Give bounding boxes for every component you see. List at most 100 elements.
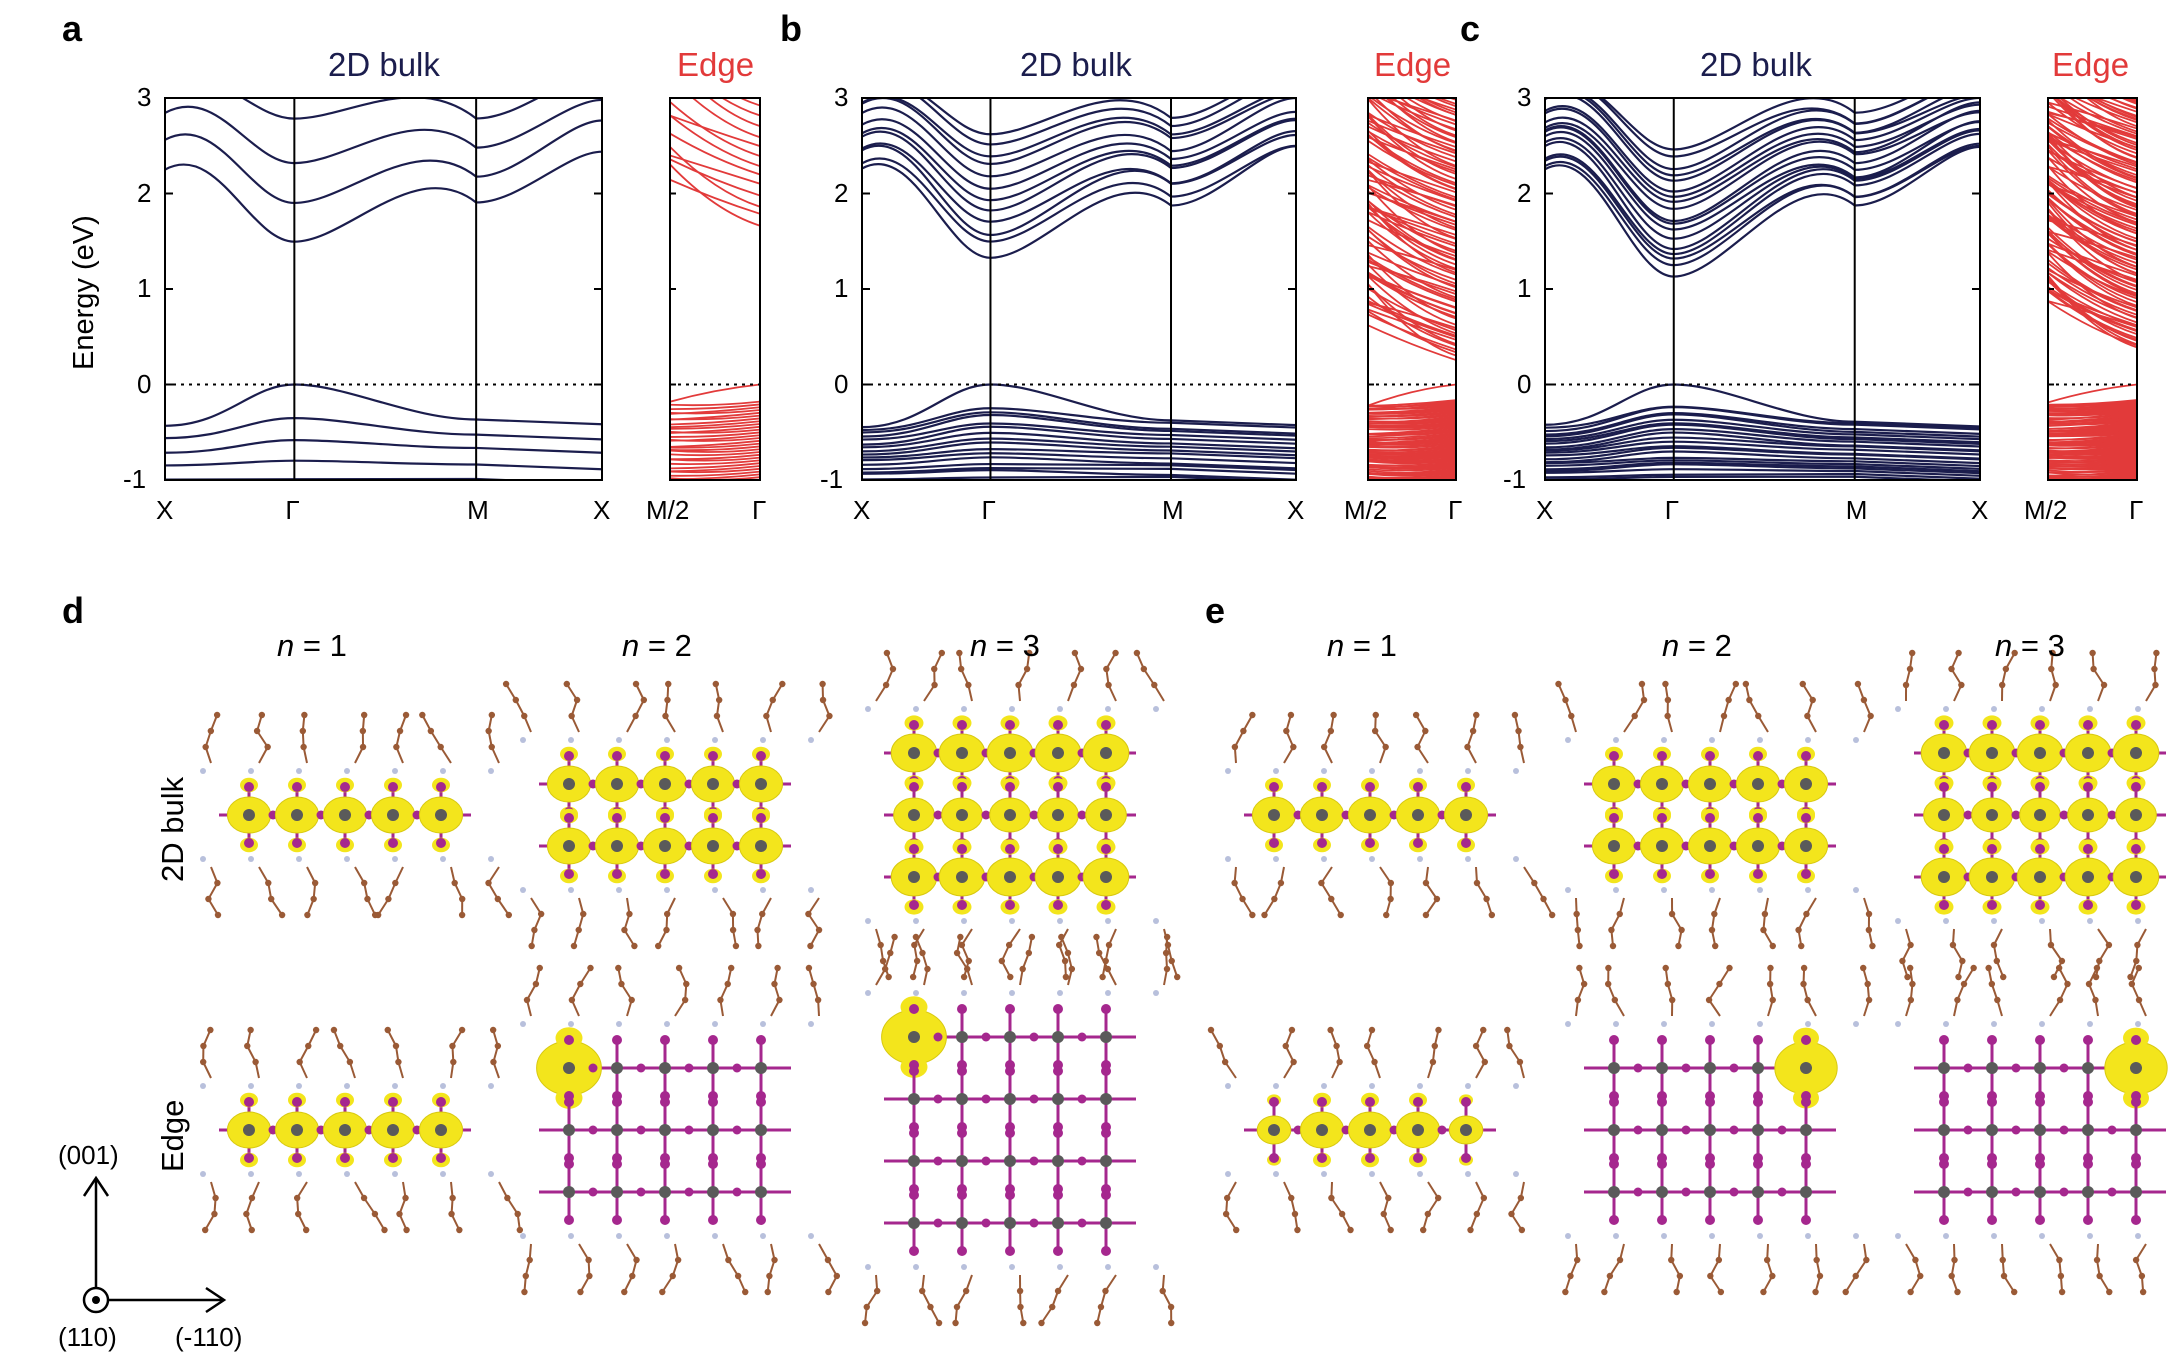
- nitrogen-atom: [440, 1171, 446, 1177]
- carbon-atom: [2000, 973, 2007, 981]
- edge-conduction-line: [1368, 192, 1456, 223]
- conduction-band-line: [862, 133, 1296, 237]
- lead-atom: [291, 809, 303, 821]
- iodide-atom: [1657, 869, 1667, 879]
- iodide-atom: [957, 844, 967, 854]
- nitrogen-atom: [913, 990, 919, 996]
- nitrogen-atom: [392, 1083, 398, 1089]
- iodide-atom: [909, 1066, 919, 1076]
- nitrogen-atom: [1805, 1021, 1811, 1027]
- lead-atom: [2034, 871, 2046, 883]
- edge-valence-line: [2048, 475, 2137, 480]
- iodide-atom: [1705, 1035, 1715, 1045]
- edge-conduction-line: [1368, 165, 1456, 202]
- iodide-atom: [1987, 1035, 1997, 1045]
- edge-conduction-line: [2048, 217, 2137, 271]
- edge-conduction-line: [1368, 186, 1456, 231]
- iodide-atom: [756, 751, 766, 761]
- nitrogen-atom: [296, 1171, 302, 1177]
- iodide-atom: [708, 1097, 718, 1107]
- iodide-atom: [1801, 751, 1811, 761]
- nitrogen-atom: [344, 1083, 350, 1089]
- valence-band-line: [862, 475, 1281, 480]
- carbon-atom: [1163, 933, 1171, 941]
- carbon-atom: [1970, 964, 1977, 972]
- nitrogen-atom: [2039, 918, 2045, 924]
- edge-valence-line: [2048, 416, 2137, 423]
- iodide-atom: [660, 1097, 670, 1107]
- iodide-atom: [1077, 1218, 1087, 1228]
- iodide-atom: [244, 838, 254, 848]
- edge-conduction-line: [2068, 98, 2137, 133]
- carbon-atom: [577, 1288, 584, 1296]
- conduction-band-line: [918, 98, 1245, 146]
- nitrogen-atom: [1613, 887, 1619, 893]
- carbon-atom: [755, 942, 762, 950]
- row-label-edge: Edge: [155, 1099, 190, 1172]
- nitrogen-atom: [1153, 990, 1159, 996]
- lead-atom: [435, 809, 447, 821]
- lead-atom: [1800, 778, 1812, 790]
- iodide-atom: [1101, 720, 1111, 730]
- nitrogen-atom: [1661, 737, 1667, 743]
- iodide-atom: [292, 1153, 302, 1163]
- edge-conduction-line: [2048, 269, 2137, 309]
- iodide-atom: [2131, 782, 2141, 792]
- nitrogen-atom: [1465, 768, 1471, 774]
- edge-conduction-line: [1368, 136, 1456, 171]
- lead-atom: [1608, 1186, 1620, 1198]
- nitrogen-atom: [392, 856, 398, 862]
- lead-atom: [956, 1217, 968, 1229]
- n-italic: n: [1662, 628, 1680, 663]
- iodide-atom: [909, 1004, 919, 1014]
- carbon-atom: [1678, 926, 1685, 934]
- valence-band-line: [1545, 456, 1980, 468]
- iodide-atom: [909, 720, 919, 730]
- iodide-atom: [1053, 1190, 1063, 1200]
- carbon-atom: [490, 1058, 497, 1066]
- nitrogen-atom: [712, 887, 718, 893]
- lead-atom: [2130, 1186, 2142, 1198]
- iodide-atom: [1053, 844, 1063, 854]
- iodide-atom: [732, 1187, 742, 1197]
- organic-bond: [1425, 882, 1438, 900]
- iodide-atom: [340, 782, 350, 792]
- iodide-atom: [1777, 1125, 1787, 1135]
- lead-atom: [908, 747, 920, 759]
- nitrogen-atom: [1225, 1171, 1231, 1177]
- valence-band-line: [862, 422, 1296, 441]
- lead-atom: [1986, 1062, 1998, 1074]
- carbon-atom: [1026, 649, 1033, 657]
- nitrogen-atom: [2087, 706, 2093, 712]
- conduction-band-line: [1597, 98, 1929, 158]
- edge-valence-line: [2048, 456, 2137, 462]
- iodide-atom: [1029, 1032, 1039, 1042]
- conduction-band-line: [862, 145, 1296, 259]
- iodide-atom: [1053, 720, 1063, 730]
- valence-band-line: [862, 469, 1296, 480]
- nitrogen-atom: [664, 737, 670, 743]
- carbon-atom: [1907, 1288, 1914, 1296]
- nitrogen-atom: [200, 1083, 206, 1089]
- valence-band-line: [1545, 413, 1980, 438]
- lead-atom: [2130, 747, 2142, 759]
- iodide-atom: [1657, 1035, 1667, 1045]
- nitrogen-atom: [392, 768, 398, 774]
- bulk-bands-a: [165, 98, 602, 480]
- lead-atom: [2130, 871, 2142, 883]
- iodide-atom: [660, 869, 670, 879]
- carbon-atom: [1287, 711, 1295, 719]
- iodide-atom: [436, 1153, 446, 1163]
- iodide-atom: [1801, 1215, 1811, 1225]
- carbon-atom: [1372, 711, 1379, 719]
- lead-atom: [707, 1124, 719, 1136]
- conduction-band-line: [1545, 145, 1980, 278]
- lead-atom: [1986, 871, 1998, 883]
- carbon-atom: [732, 942, 740, 950]
- iodide-atom: [1681, 1125, 1691, 1135]
- carbon-atom: [360, 711, 368, 719]
- valence-band-line: [862, 413, 1296, 438]
- nitrogen-atom: [1513, 768, 1519, 774]
- edge-valence-line: [1368, 435, 1456, 441]
